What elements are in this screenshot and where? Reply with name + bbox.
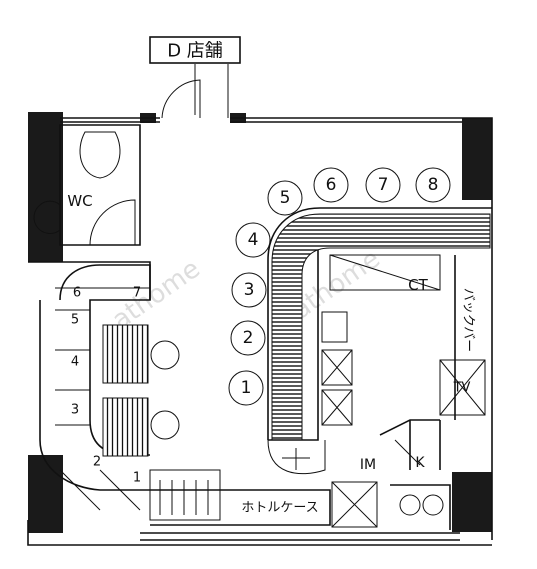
counter-seat-8: 8 [428, 175, 439, 195]
bench-seat-4: 4 [71, 355, 79, 370]
wc-label: WC [67, 192, 92, 210]
bench-seat-7: 7 [133, 286, 141, 301]
bench-seat-3: 3 [71, 403, 79, 418]
bench-seating: 6 7 5 4 3 2 1 [28, 261, 151, 511]
ct-label: CT [408, 276, 428, 294]
im-label: IM [360, 457, 376, 473]
bench-seat-2: 2 [93, 455, 101, 470]
wc-room: WC [33, 124, 141, 246]
kitchen-fixtures: CT バックバー TV IM K [321, 254, 486, 473]
bench-seat-6: 6 [73, 286, 81, 301]
tables [102, 324, 180, 457]
title-box: D 店舗 [149, 36, 241, 64]
counter-seat-2: 2 [243, 328, 254, 348]
back-bar-label: バックバー [461, 288, 476, 352]
bench-seat-1: 1 [133, 471, 141, 486]
k-label: K [415, 455, 425, 471]
hot-case-label: ホトルケース [241, 501, 318, 516]
page-title: D 店舗 [167, 41, 223, 62]
tv-label: TV [453, 381, 471, 396]
hot-case: ホトルケース [149, 469, 451, 530]
counter-seat-5: 5 [280, 188, 291, 208]
counter-seat-1: 1 [241, 378, 252, 398]
counter-seat-6: 6 [326, 175, 337, 195]
bar-counter [267, 207, 492, 475]
exterior-walls [27, 112, 493, 546]
counter-seat-3: 3 [244, 280, 255, 300]
counter-seat-7: 7 [378, 175, 389, 195]
svg-text:athome: athome [107, 254, 206, 336]
bench-seat-5: 5 [71, 313, 79, 328]
counter-seat-4: 4 [248, 230, 259, 250]
counter-seats: 5 6 7 8 4 3 2 1 [228, 167, 451, 406]
entrance-door [161, 64, 229, 119]
